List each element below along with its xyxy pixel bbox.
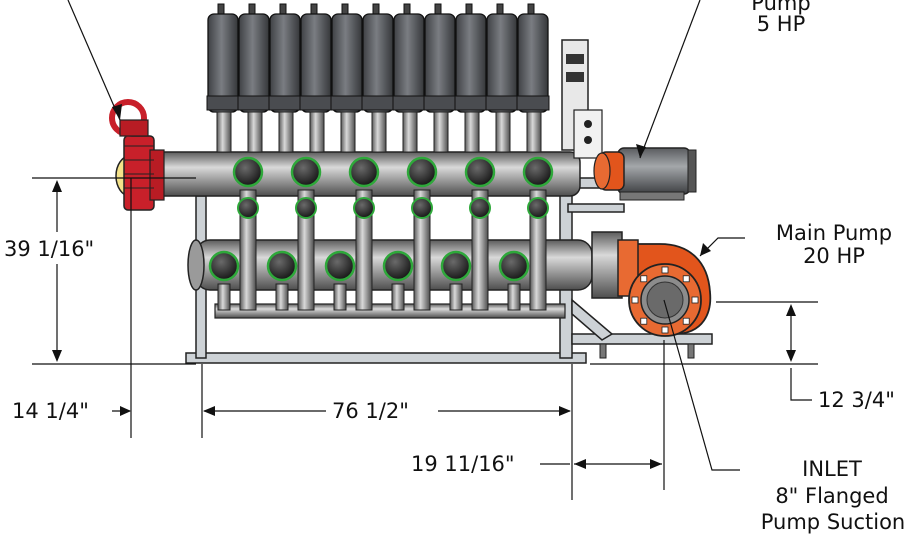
housing-band [423, 95, 457, 111]
main-pump [617, 239, 712, 337]
riser-pipe [495, 111, 511, 153]
housing-band [392, 95, 426, 111]
dimension-frame-length: 76 1/2" [332, 399, 409, 423]
riser-pipe [340, 111, 356, 153]
mid-valve [353, 197, 375, 219]
mid-valve [469, 197, 491, 219]
riser-pipe [278, 111, 294, 153]
housing-band [237, 95, 271, 111]
main-pump-label-line1: Main Pump [775, 221, 893, 245]
flange-bolt [661, 326, 669, 334]
riser-pipe [309, 111, 325, 153]
housing-band [485, 95, 519, 111]
flange-bolt [691, 296, 699, 304]
lower-valve [498, 250, 530, 282]
outlet-stub [391, 283, 405, 311]
housing-band [330, 95, 364, 111]
controller-box [561, 39, 603, 159]
booster-pump [593, 147, 697, 201]
outlet-stub [449, 283, 463, 311]
booster-pump-label-line1: Pump [751, 0, 811, 15]
upper-valve [406, 156, 438, 188]
dimension-offset-left: 14 1/4" [12, 399, 89, 423]
mid-valve [237, 197, 259, 219]
riser-pipe [433, 111, 449, 153]
flange-bolt [640, 275, 648, 283]
riser-pipe [464, 111, 480, 153]
riser-pipe [247, 111, 263, 153]
housing-band [206, 95, 240, 111]
upper-valve [348, 156, 380, 188]
outlet-stub [217, 283, 231, 311]
riser-pipe [402, 111, 418, 153]
filter-stations [206, 3, 554, 311]
riser-pipe [216, 111, 232, 153]
lower-valve [324, 250, 356, 282]
upper-valve [522, 156, 554, 188]
flange-bolt [631, 296, 639, 304]
outlet-stub [333, 283, 347, 311]
housing-band [299, 95, 333, 111]
main-pump-label-line2: 20 HP [803, 244, 865, 268]
drop-pipe [355, 189, 373, 311]
dimension-height: 39 1/16" [4, 237, 95, 261]
flange-bolt [682, 317, 690, 325]
riser-pipe [526, 111, 542, 153]
drop-pipe [239, 189, 257, 311]
inlet-label-line2: 8" Flanged [775, 484, 889, 508]
lower-valve [208, 250, 240, 282]
outlet-stub [507, 283, 521, 311]
lower-valve [382, 250, 414, 282]
housing-band [454, 95, 488, 111]
upper-valve [464, 156, 496, 188]
flange-bolt [661, 266, 669, 274]
drop-pipe [413, 189, 431, 311]
flange-bolt [640, 317, 648, 325]
housing-band [361, 95, 395, 111]
dimension-lines [32, 0, 818, 500]
drop-pipe [471, 189, 489, 311]
upper-valve [232, 156, 264, 188]
flange-bolt [682, 275, 690, 283]
housing-band [516, 95, 550, 111]
inlet-flange-bolts [631, 266, 699, 334]
mid-valve [527, 197, 549, 219]
mid-valve [295, 197, 317, 219]
drop-pipe [529, 189, 547, 311]
inlet-label-line3: Pump Suction [760, 510, 906, 534]
drop-pipe [297, 189, 315, 311]
upper-valve [290, 156, 322, 188]
lower-valve [440, 250, 472, 282]
riser-pipe [371, 111, 387, 153]
mid-valve [411, 197, 433, 219]
dimension-pump-offset: 19 11/16" [411, 452, 515, 476]
lower-valve [266, 250, 298, 282]
inlet-label-line1: INLET [802, 457, 862, 481]
dimension-inlet-height: 12 3/4" [818, 388, 895, 412]
booster-pump-label-line2: 5 HP [756, 12, 806, 36]
housing-band [268, 95, 302, 111]
outlet-stub [275, 283, 289, 311]
